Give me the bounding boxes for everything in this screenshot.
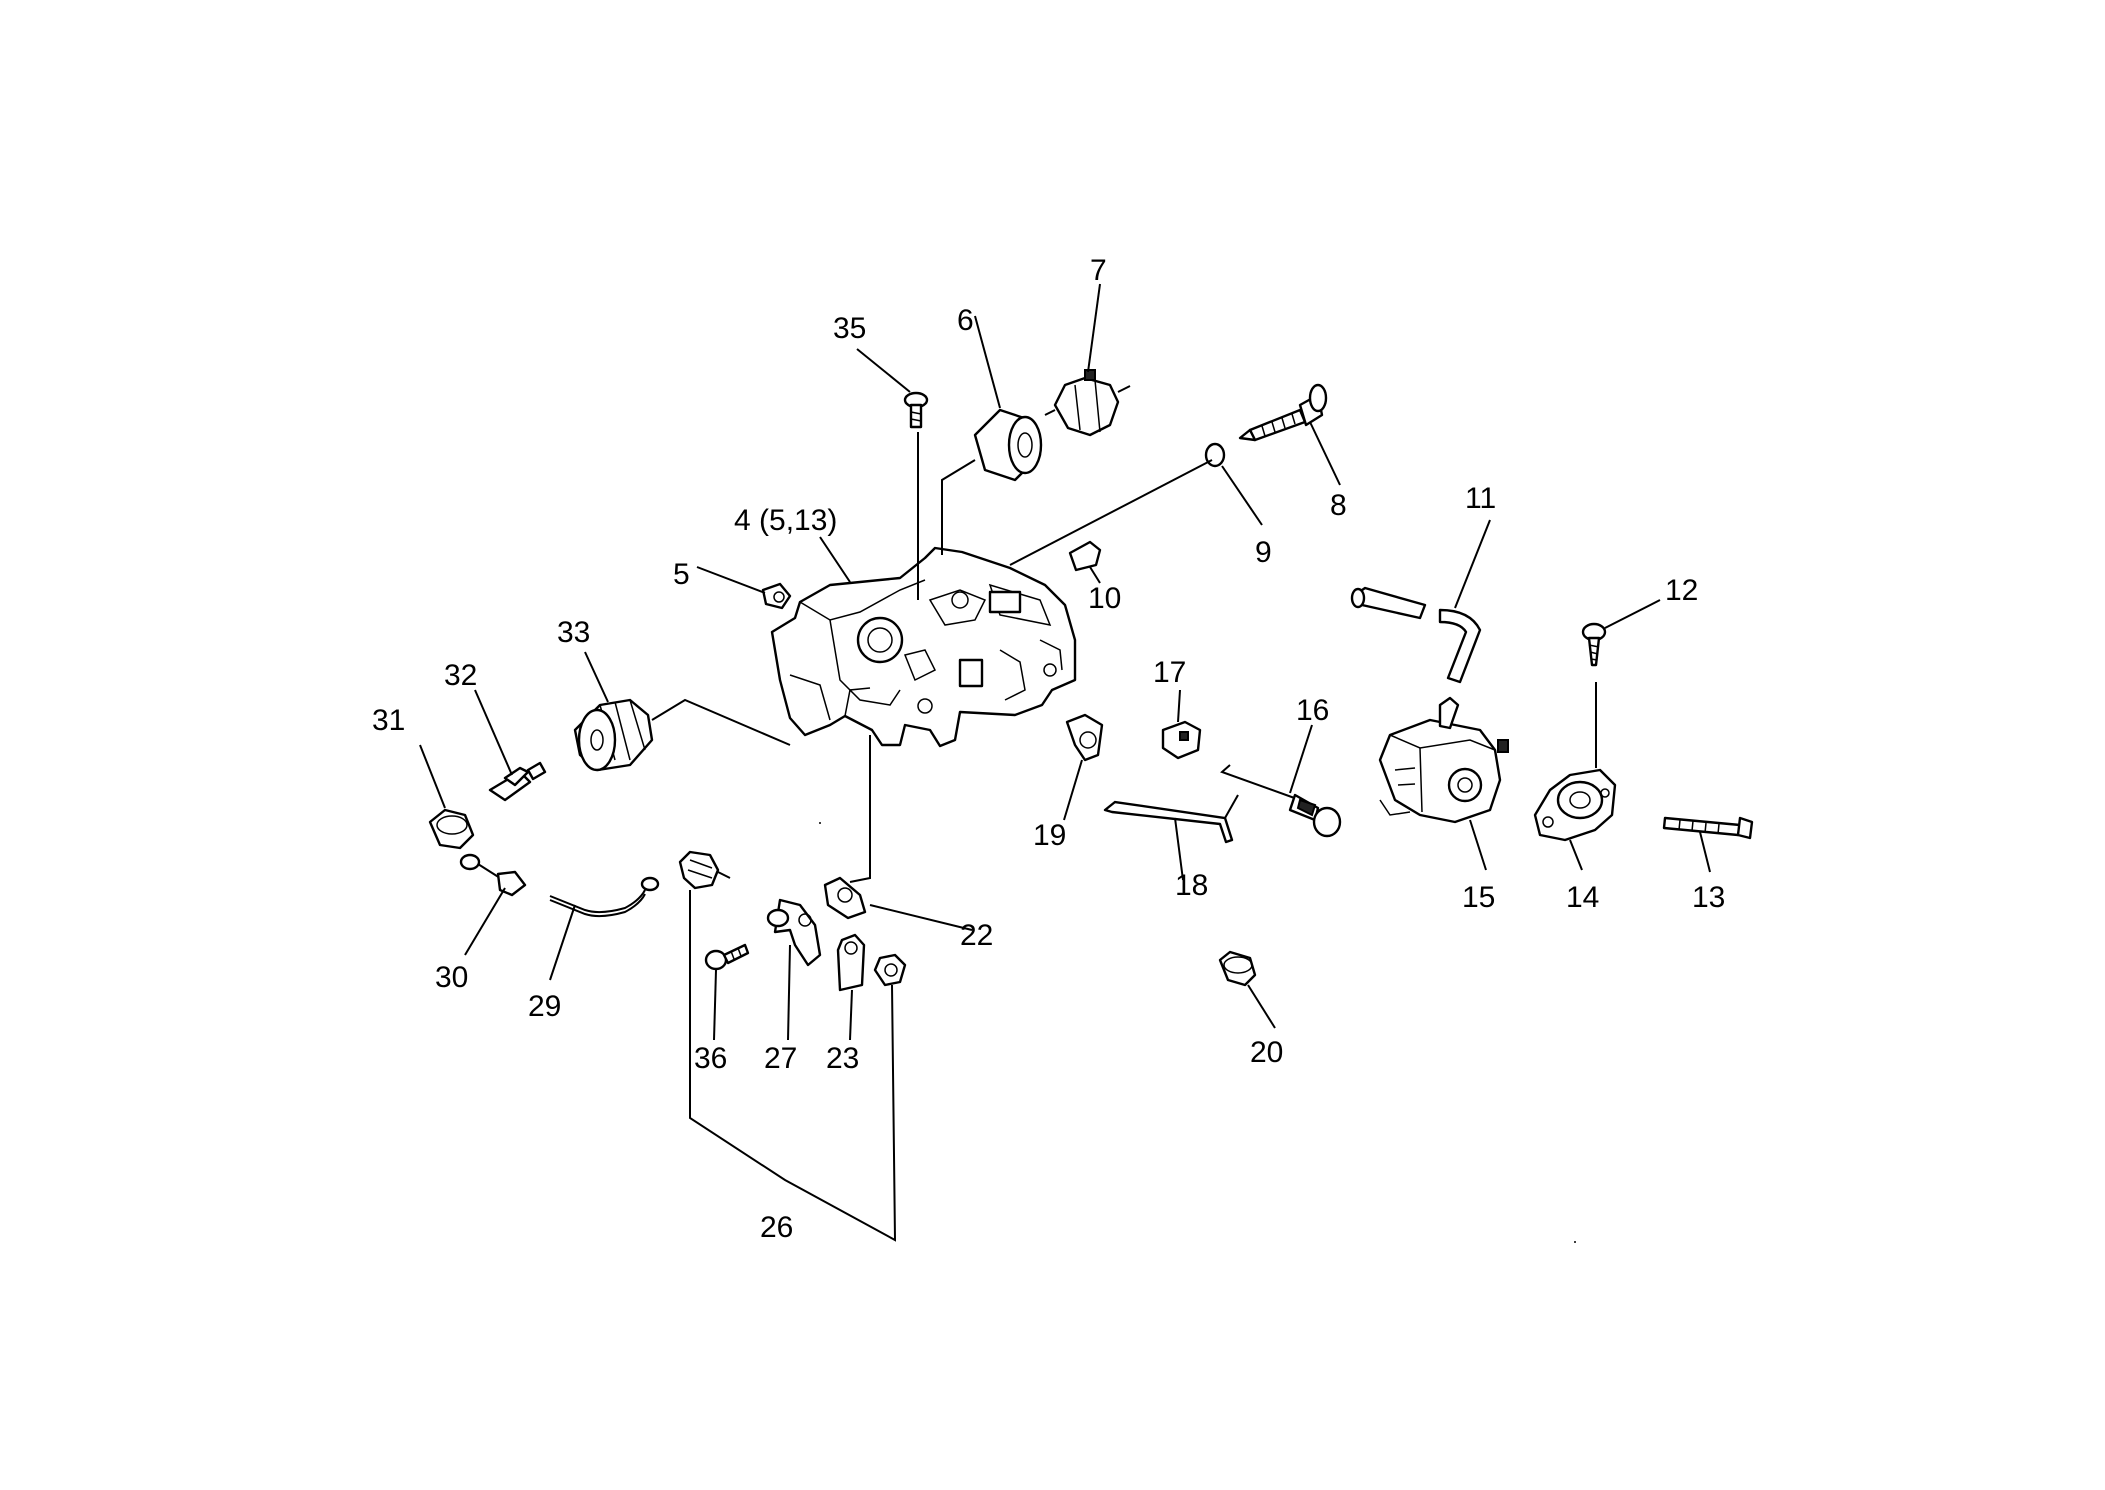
part-15-carburetor[interactable] <box>1378 696 1509 824</box>
part-7-valve[interactable] <box>1044 369 1131 437</box>
label-6: 6 <box>957 304 974 337</box>
part-6-damper[interactable] <box>973 408 1043 482</box>
label-27: 27 <box>764 1042 797 1075</box>
label-5: 5 <box>673 558 690 591</box>
label-11: 11 <box>1465 482 1496 515</box>
part-22-bracket[interactable] <box>823 876 867 920</box>
part-20-cap[interactable] <box>1218 950 1257 987</box>
part-36-screw[interactable] <box>704 943 750 971</box>
label-18: 18 <box>1175 869 1208 902</box>
part-33-mount[interactable] <box>573 698 654 772</box>
part-26-nut[interactable] <box>873 953 907 987</box>
part-18-throttle-rod[interactable] <box>1103 794 1239 844</box>
stray-dot <box>1574 1241 1576 1243</box>
label-14: 14 <box>1566 881 1599 914</box>
stray-dot <box>819 822 821 824</box>
leader-lines <box>419 283 1711 1041</box>
label-31: 31 <box>372 704 405 737</box>
part-labels: 4 (5,13) 5 6 7 8 9 10 11 12 13 14 15 16 … <box>372 254 1725 1244</box>
label-4: 4 (5,13) <box>734 504 837 537</box>
part-29-wire[interactable] <box>549 876 660 918</box>
part-31-cap[interactable] <box>428 808 475 850</box>
label-13: 13 <box>1692 881 1725 914</box>
label-20: 20 <box>1250 1036 1283 1069</box>
part-23-plate[interactable] <box>836 933 866 992</box>
label-9: 9 <box>1255 536 1272 569</box>
part-10-block[interactable] <box>1068 540 1102 572</box>
part-35-screw[interactable] <box>903 391 929 429</box>
part-27-switch-plate[interactable] <box>766 898 822 967</box>
part-16-choke-rod[interactable] <box>1220 764 1342 838</box>
connection-lines <box>651 432 1597 1242</box>
label-16: 16 <box>1296 694 1329 727</box>
part-12-screw[interactable] <box>1581 622 1607 667</box>
label-29: 29 <box>528 990 561 1023</box>
part-13-bolt[interactable] <box>1662 816 1754 840</box>
part-32-stud[interactable] <box>488 761 547 802</box>
part-4-frame[interactable] <box>770 546 1077 748</box>
label-19: 19 <box>1033 819 1066 852</box>
part-5-clip[interactable] <box>761 582 792 610</box>
label-30: 30 <box>435 961 468 994</box>
label-17: 17 <box>1153 656 1186 689</box>
label-22: 22 <box>960 919 993 952</box>
part-11-hose[interactable] <box>1350 586 1482 684</box>
part-19-clamp[interactable] <box>1065 713 1104 762</box>
part-17-block[interactable] <box>1161 720 1202 760</box>
label-8: 8 <box>1330 489 1347 522</box>
label-7: 7 <box>1090 254 1107 287</box>
label-12: 12 <box>1665 574 1698 607</box>
part-8-bolt[interactable] <box>1238 383 1328 442</box>
part-26-switch[interactable] <box>678 850 731 890</box>
label-10: 10 <box>1088 582 1121 615</box>
label-15: 15 <box>1462 881 1495 914</box>
label-23: 23 <box>826 1042 859 1075</box>
part-14-intake[interactable] <box>1533 768 1617 842</box>
part-30-connector[interactable] <box>459 853 527 897</box>
label-33: 33 <box>557 616 590 649</box>
label-36: 36 <box>694 1042 727 1075</box>
label-32: 32 <box>444 659 477 692</box>
label-35: 35 <box>833 312 866 345</box>
label-26: 26 <box>760 1211 793 1244</box>
